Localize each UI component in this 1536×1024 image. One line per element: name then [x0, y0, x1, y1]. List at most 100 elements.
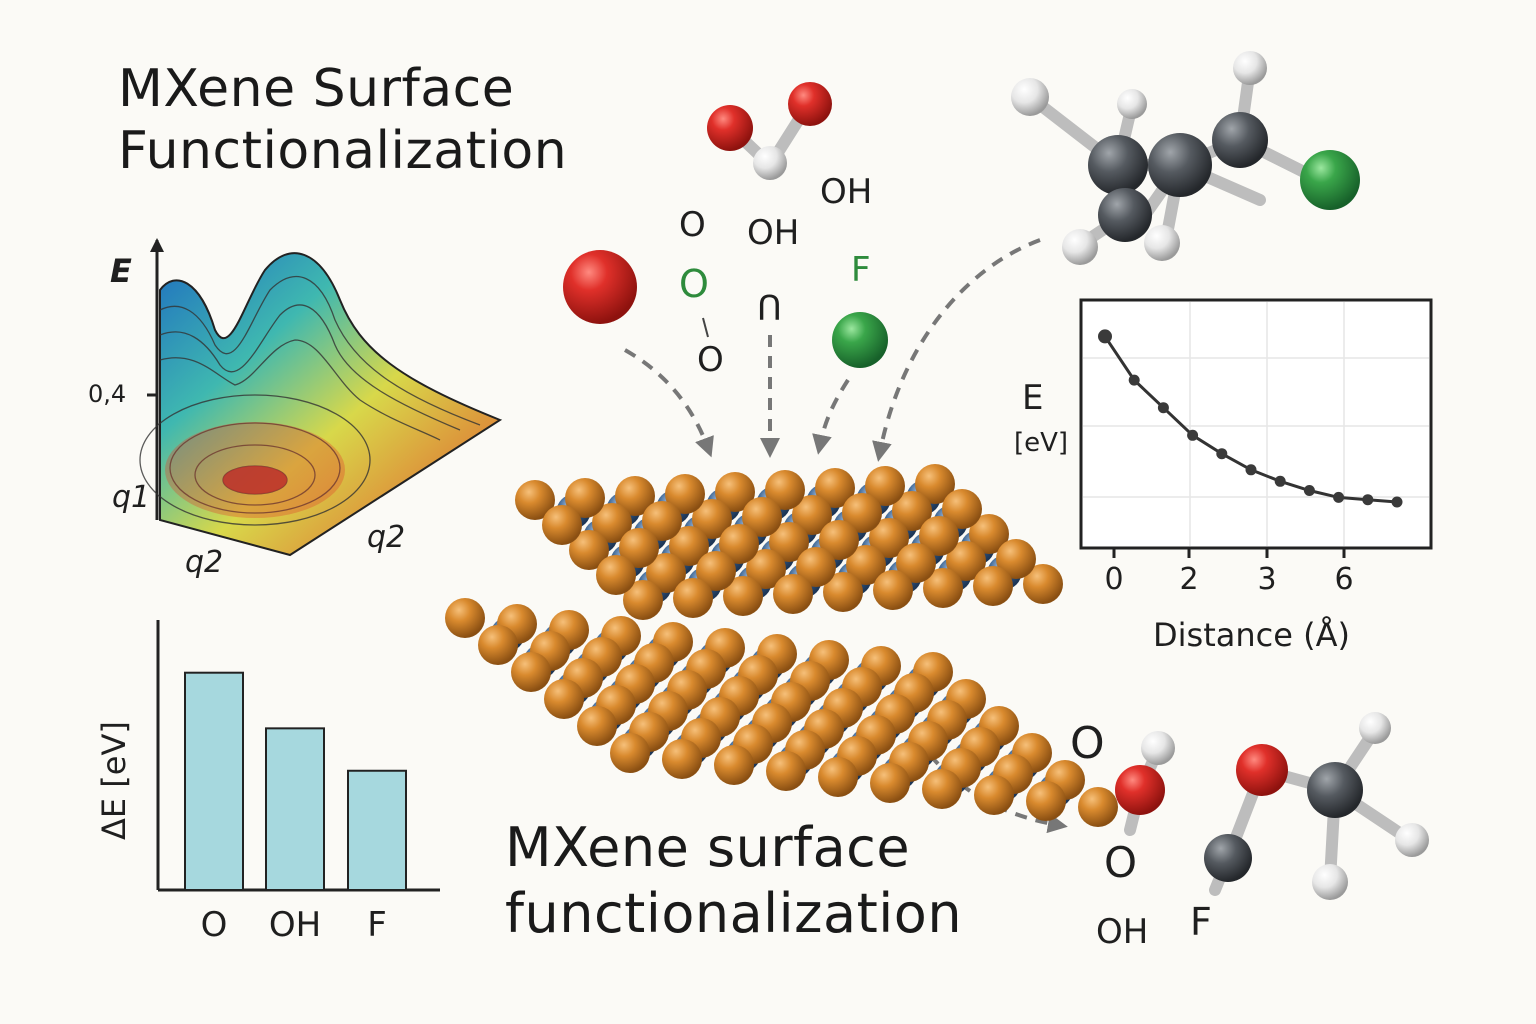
carbon-atom	[1088, 135, 1148, 195]
data-point	[1216, 448, 1228, 460]
surface-q2-label-right: q2	[367, 520, 406, 555]
title-bottom-line1: MXene surface	[505, 816, 911, 879]
metal-atom	[615, 476, 655, 516]
bar-chart	[156, 620, 440, 892]
metal-atom	[723, 576, 763, 616]
oxygen-atom	[1236, 744, 1288, 796]
metal-atom	[596, 555, 636, 595]
hydrogen-atom	[1117, 89, 1147, 119]
metal-atom	[515, 480, 555, 520]
arrow-f-to-surface	[812, 378, 850, 455]
hydrogen-atom	[1011, 78, 1049, 116]
hydrogen-atom	[753, 146, 787, 180]
label-f: F	[851, 250, 871, 290]
data-point	[1157, 402, 1169, 414]
metal-atom	[623, 580, 663, 620]
metal-atom	[869, 518, 909, 558]
surface-q1-label: q1	[112, 480, 151, 515]
metal-atom	[765, 470, 805, 510]
mxene-lattice	[445, 464, 1118, 827]
gridlines	[1083, 302, 1429, 546]
label-oh-2: OH	[820, 172, 873, 212]
metal-atom	[766, 751, 806, 791]
metal-atom	[796, 547, 836, 587]
metal-atom	[669, 526, 709, 566]
metal-atom	[1026, 781, 1066, 821]
bar-y-label: ΔE [eV]	[95, 721, 133, 840]
metal-atom	[511, 652, 551, 692]
carbon-atom	[1307, 762, 1363, 818]
metal-atom	[870, 763, 910, 803]
carbon-atom	[1148, 133, 1212, 197]
metal-atom	[969, 514, 1009, 554]
title-top-line1: MXene Surface	[118, 59, 515, 119]
bar-category-label: O	[200, 905, 228, 945]
metal-atom	[1023, 564, 1063, 604]
label-product-oh: OH	[1096, 912, 1149, 952]
label-product-o: O	[1070, 718, 1105, 769]
x-tick-label: 6	[1334, 562, 1354, 597]
bar-category-label: OH	[268, 905, 322, 945]
label-o-2: O	[697, 340, 724, 380]
metal-atom	[818, 757, 858, 797]
axis-arrow-icon	[150, 238, 164, 252]
surface-tick-label: 0,4	[88, 380, 127, 408]
data-point	[1333, 491, 1345, 503]
metal-atom	[973, 566, 1013, 606]
label-o-green: O	[679, 262, 709, 306]
metal-atom	[478, 625, 518, 665]
metal-atom	[662, 739, 702, 779]
hydrogen-atom	[1359, 712, 1391, 744]
metal-atom	[715, 472, 755, 512]
metal-atom	[996, 539, 1036, 579]
chlorine-atom	[1300, 150, 1360, 210]
label-product-o-2: O	[1104, 838, 1138, 887]
fluorine-atom	[832, 312, 888, 368]
data-point	[1187, 429, 1199, 441]
line-chart	[1079, 298, 1433, 558]
label-o: O	[679, 205, 706, 245]
line-y-unit: [eV]	[1014, 428, 1069, 458]
metal-atom	[846, 545, 886, 585]
metal-atom	[719, 524, 759, 564]
metal-atom	[714, 745, 754, 785]
metal-atom	[646, 553, 686, 593]
metal-atom	[696, 551, 736, 591]
label-oh: OH	[747, 213, 800, 253]
hydrogen-atom	[1144, 225, 1180, 261]
metal-atom	[692, 499, 732, 539]
metal-atom	[873, 570, 913, 610]
energy-surface-plot	[139, 238, 503, 557]
metal-atom	[742, 497, 782, 537]
arrow-molecule-to-surface	[872, 238, 1041, 462]
metal-atom	[542, 505, 582, 545]
metal-atom	[865, 466, 905, 506]
data-point	[1303, 485, 1315, 496]
metal-atom	[544, 679, 584, 719]
metal-atom	[823, 572, 863, 612]
hydrogen-atom	[1312, 864, 1348, 900]
title-bottom: MXene surface functionalization	[505, 815, 962, 947]
metal-atom	[915, 464, 955, 504]
data-point	[1098, 329, 1112, 344]
title-bottom-line2: functionalization	[505, 882, 963, 945]
metal-atom	[610, 733, 650, 773]
metal-atom	[923, 568, 963, 608]
carbon-atom	[1212, 112, 1268, 168]
metal-atom	[842, 493, 882, 533]
metal-atom	[445, 598, 485, 638]
metal-atom	[746, 549, 786, 589]
metal-atom	[896, 543, 936, 583]
line-plot-frame	[1079, 298, 1433, 550]
data-point	[1128, 374, 1140, 386]
metal-atom	[569, 530, 609, 570]
data-point	[1274, 475, 1286, 487]
metal-atom	[773, 574, 813, 614]
metal-atom	[974, 775, 1014, 815]
data-point	[1362, 494, 1374, 506]
hydrogen-atom	[1141, 731, 1175, 765]
oxygen-atom	[563, 250, 637, 324]
bar-o	[184, 671, 244, 892]
carbon-atom	[1204, 834, 1252, 882]
